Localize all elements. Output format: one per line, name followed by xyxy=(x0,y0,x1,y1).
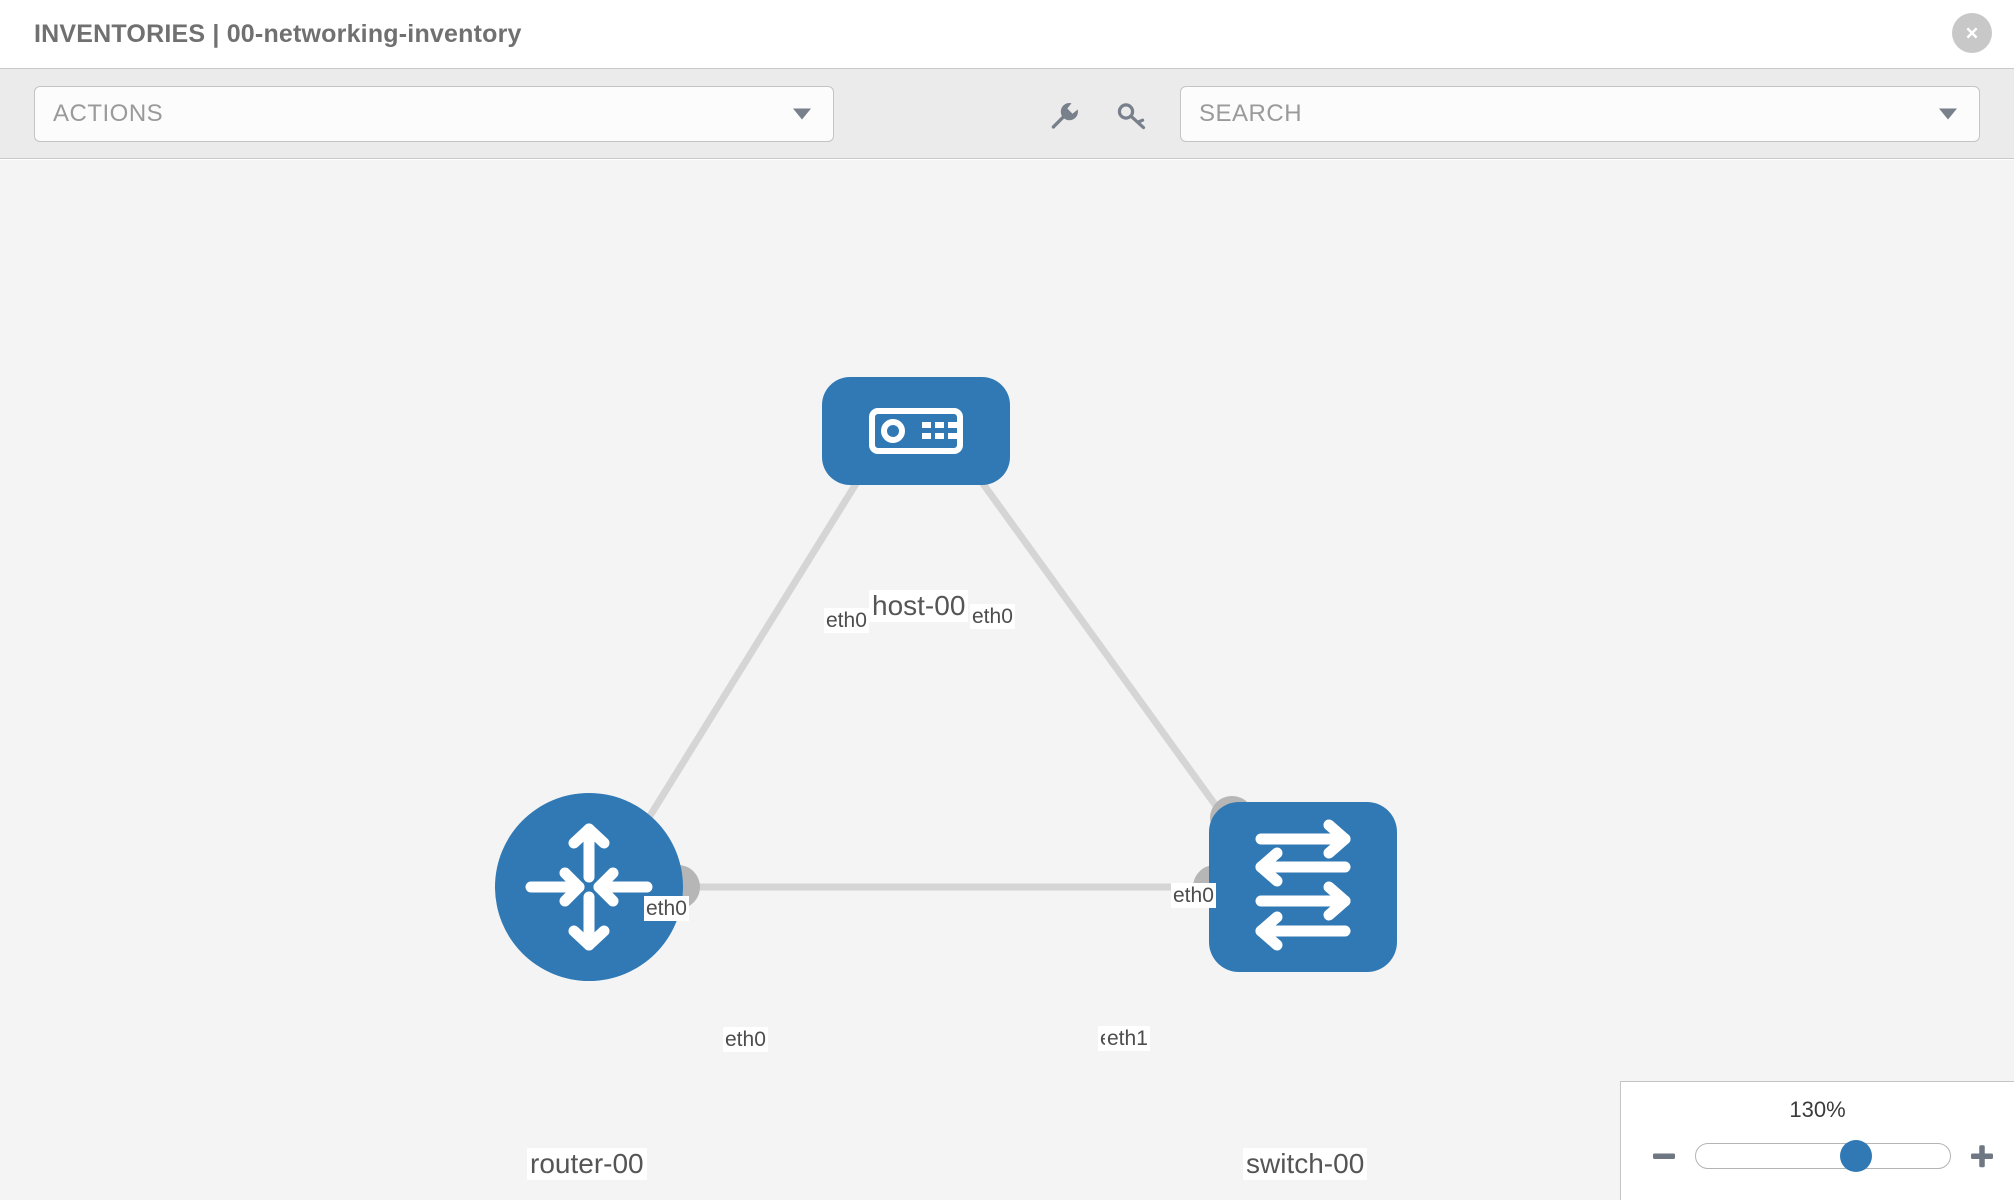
close-icon[interactable] xyxy=(1952,13,1992,53)
topology-links xyxy=(637,442,1235,891)
node-router-00[interactable] xyxy=(495,793,683,981)
interface-label: eth0 xyxy=(644,896,689,921)
page-title: INVENTORIES | 00-networking-inventory xyxy=(34,19,522,48)
actions-dropdown-label: ACTIONS xyxy=(53,100,164,127)
search-chevron-down-icon[interactable] xyxy=(1939,108,1957,120)
router-arrows-icon xyxy=(525,823,653,951)
node-host-00[interactable] xyxy=(822,377,1010,485)
link-host00-switch00[interactable] xyxy=(952,442,1235,831)
node-label-switch-00: switch-00 xyxy=(1243,1148,1368,1180)
node-label-router-00: router-00 xyxy=(527,1148,647,1180)
link-host00-router00[interactable] xyxy=(637,443,883,834)
interface-label: eth1 xyxy=(1105,1026,1150,1051)
topology-canvas[interactable]: eth0 eth0 eth0 eth0 eth0 eth0 eth1 host-… xyxy=(0,160,2014,1200)
node-switch-00[interactable] xyxy=(1209,802,1397,972)
zoom-out-button[interactable] xyxy=(1645,1137,1683,1175)
wrench-icon[interactable] xyxy=(1048,99,1082,133)
server-icon xyxy=(869,408,963,454)
interface-label: eth0 xyxy=(723,1027,768,1052)
zoom-slider-thumb[interactable] xyxy=(1840,1140,1873,1172)
interface-label: eth0 xyxy=(1171,883,1216,908)
search-input[interactable]: SEARCH xyxy=(1180,86,1980,142)
zoom-percent-label: 130% xyxy=(1789,1097,1846,1122)
toolbar: ACTIONS SEARCH xyxy=(0,68,2014,159)
interface-label: eth0 xyxy=(970,604,1015,629)
zoom-control-panel: 130% xyxy=(1620,1081,2014,1200)
topology-graph xyxy=(495,377,1397,981)
page-header: INVENTORIES | 00-networking-inventory xyxy=(0,0,2014,68)
interface-label: eth0 xyxy=(824,608,869,633)
search-placeholder-text: SEARCH xyxy=(1199,100,1303,127)
key-icon[interactable] xyxy=(1115,99,1149,133)
zoom-in-button[interactable] xyxy=(1963,1137,2001,1175)
switch-arrows-icon xyxy=(1255,819,1351,951)
zoom-slider-row xyxy=(1621,1136,2014,1176)
node-label-host-00: host-00 xyxy=(869,590,969,622)
zoom-slider-track[interactable] xyxy=(1695,1140,1951,1172)
actions-dropdown[interactable]: ACTIONS xyxy=(34,86,834,142)
chevron-down-icon xyxy=(793,108,811,120)
